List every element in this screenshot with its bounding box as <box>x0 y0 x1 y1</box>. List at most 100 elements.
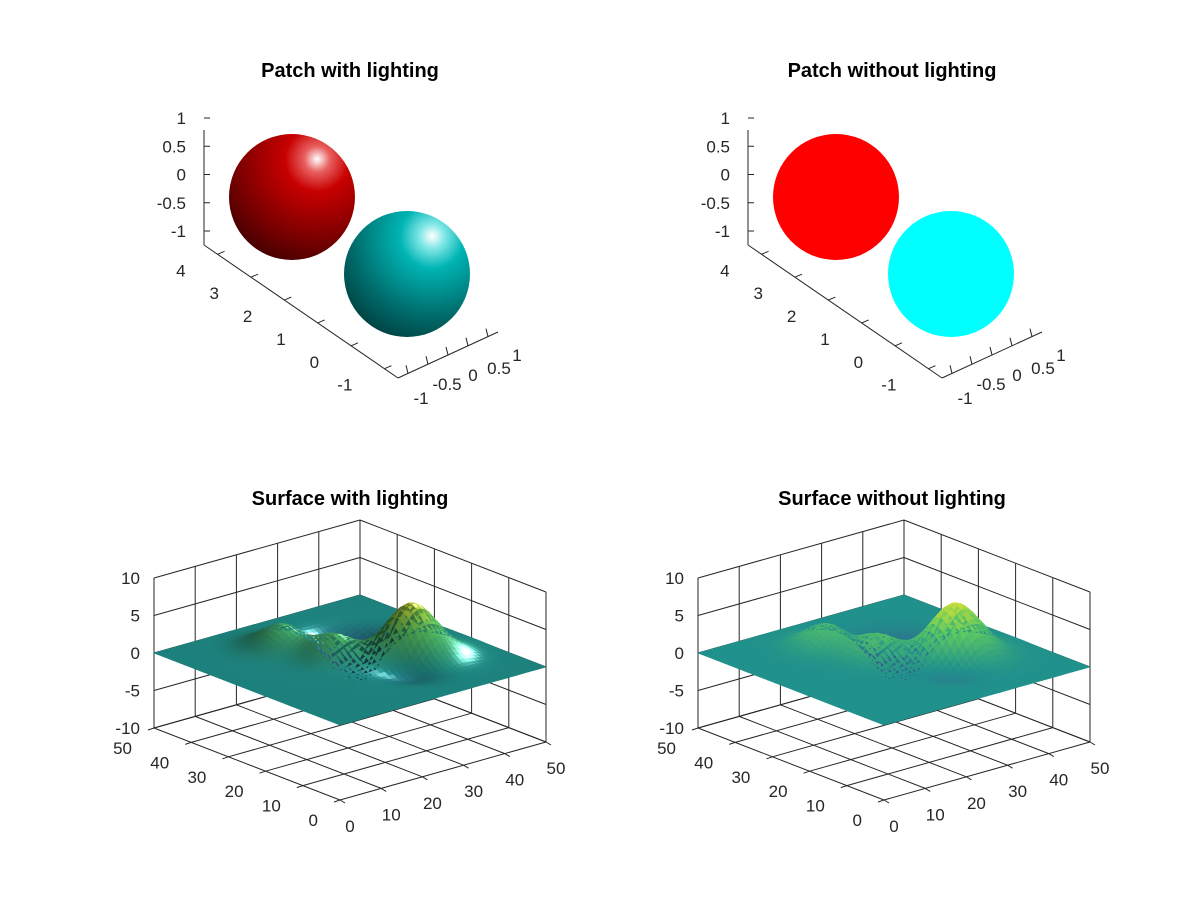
x-tick-label: -1 <box>957 389 972 408</box>
y-tick-label: 2 <box>787 307 796 326</box>
y-tick <box>877 799 885 803</box>
x-tick-label: 1 <box>1056 346 1065 365</box>
y-tick <box>828 296 836 301</box>
x-tick-label: 10 <box>382 805 401 824</box>
x-tick-label: 40 <box>1049 771 1068 790</box>
y-tick-label: 0 <box>853 811 862 830</box>
x-tick <box>463 764 469 769</box>
x-tick-label: 1 <box>512 346 521 365</box>
sphere <box>773 134 899 260</box>
x-tick <box>380 787 387 792</box>
y-tick-label: 10 <box>806 797 825 816</box>
surface <box>153 594 547 726</box>
z-tick-label: 1 <box>177 109 186 128</box>
y-tick <box>928 365 936 370</box>
x-tick <box>485 328 489 337</box>
x-tick-label: -1 <box>413 389 428 408</box>
floor-grid-line <box>809 712 1016 772</box>
y-tick <box>250 273 259 278</box>
x-tick-label: 0 <box>468 366 477 385</box>
panel-surface-unlit: Surface without lighting -10-50510010203… <box>657 488 1109 836</box>
y-tick-label: 3 <box>753 284 762 303</box>
x-tick <box>883 799 890 804</box>
x-tick-label: -0.5 <box>976 375 1005 394</box>
y-tick-label: 30 <box>731 768 750 787</box>
y-tick-label: 1 <box>820 330 829 349</box>
floor-grid-line <box>195 715 382 789</box>
x-tick-label: 50 <box>1091 759 1110 778</box>
y-tick <box>147 727 155 731</box>
y-tick <box>185 741 192 745</box>
panel-surface-lit: Surface with lighting -10-50510010203040… <box>113 488 565 836</box>
wall-grid-line <box>903 519 1091 593</box>
y-axis-line <box>203 244 399 379</box>
z-tick-label: -10 <box>659 719 684 738</box>
x-tick <box>1009 337 1013 346</box>
y-tick <box>691 727 699 731</box>
x-tick <box>924 787 931 792</box>
z-tick-label: -1 <box>715 222 730 241</box>
z-tick-label: 10 <box>121 569 140 588</box>
panel-title: Patch with lighting <box>261 60 439 82</box>
y-tick <box>217 250 225 255</box>
x-tick <box>405 365 409 374</box>
x-tick <box>445 346 449 356</box>
x-tick-label: 0 <box>345 817 354 836</box>
y-tick-label: 0 <box>854 353 863 372</box>
floor-grid-line <box>265 712 472 772</box>
x-tick <box>1048 753 1055 758</box>
y-tick <box>766 756 773 760</box>
x-tick <box>989 346 993 356</box>
z-tick-label: -0.5 <box>157 194 186 213</box>
y-tick-label: -1 <box>881 376 896 395</box>
z-tick-label: 0 <box>131 644 140 663</box>
z-tick-label: -10 <box>115 719 140 738</box>
x-tick <box>545 741 552 746</box>
y-tick-label: 40 <box>694 753 713 772</box>
spheres <box>773 134 1014 337</box>
y-tick <box>861 319 869 324</box>
x-tick <box>1029 328 1033 337</box>
y-tick-label: 10 <box>262 797 281 816</box>
x-tick <box>425 356 429 365</box>
z-tick-label: 0 <box>675 644 684 663</box>
y-tick <box>840 785 847 789</box>
x-tick-label: 50 <box>547 759 566 778</box>
y-tick <box>729 741 736 745</box>
wall-grid-line <box>359 557 547 630</box>
y-tick <box>350 342 359 347</box>
axes <box>747 117 1043 379</box>
x-tick-label: 20 <box>423 794 442 813</box>
panel-patch-unlit: Patch without lighting -1-0.500.51-10123… <box>701 60 1066 408</box>
y-tick <box>284 296 292 301</box>
x-tick <box>422 776 428 781</box>
z-tick-label: -1 <box>171 222 186 241</box>
wall-grid-line <box>153 519 361 579</box>
x-tick-label: 30 <box>464 782 483 801</box>
sphere <box>229 134 355 260</box>
z-tick-label: -5 <box>669 682 684 701</box>
x-tick <box>339 799 346 804</box>
floor-grid-line <box>302 727 509 787</box>
y-tick-label: 0 <box>310 353 319 372</box>
floor-grid-line <box>228 698 435 758</box>
y-tick-label: 50 <box>657 739 676 758</box>
y-tick-label: 0 <box>309 811 318 830</box>
y-tick <box>259 770 266 774</box>
y-tick <box>317 319 325 324</box>
floor-grid-line <box>236 704 423 778</box>
panel-patch-lit: Patch with lighting -1-0.500.51-101234-1… <box>157 60 522 408</box>
x-tick-label: 0.5 <box>487 359 511 378</box>
panel-title: Patch without lighting <box>788 60 997 82</box>
y-tick-label: 40 <box>150 753 169 772</box>
x-tick <box>966 776 972 781</box>
floor-grid-line <box>153 727 341 801</box>
y-tick <box>761 250 769 255</box>
y-tick-label: -1 <box>337 376 352 395</box>
axes <box>203 117 499 379</box>
y-tick-label: 20 <box>225 782 244 801</box>
y-tick <box>384 365 392 370</box>
